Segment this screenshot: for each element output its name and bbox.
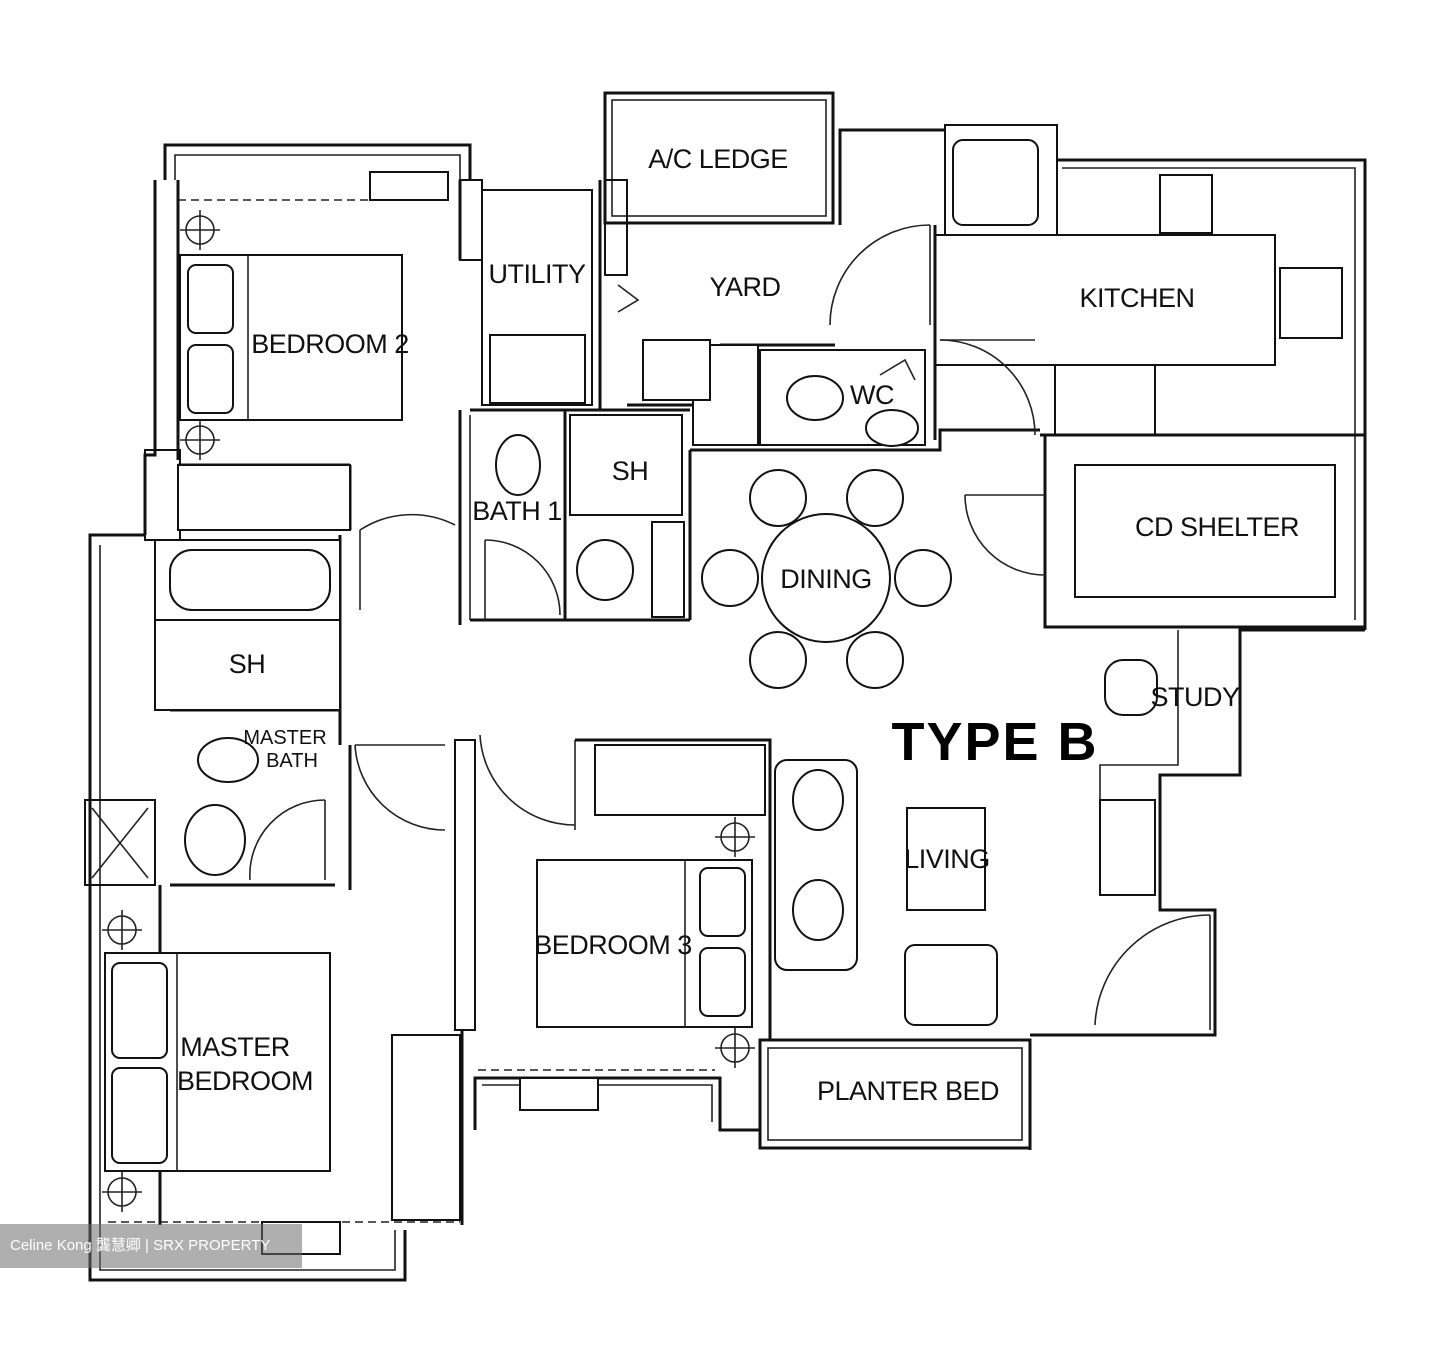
doors bbox=[249, 224, 1211, 1030]
label-master-bath-line1: MASTER bbox=[243, 727, 326, 749]
label-yard: YARD bbox=[709, 272, 780, 302]
label-bath-1: BATH 1 bbox=[472, 496, 562, 526]
label-wc: WC bbox=[850, 380, 894, 410]
watermark-banner: Celine Kong 龔慧卿 | SRX PROPERTY bbox=[0, 1224, 302, 1268]
label-master-bedroom-line1: MASTER bbox=[180, 1032, 290, 1062]
label-master-bedroom-line2: BEDROOM bbox=[177, 1066, 313, 1096]
plan-type-title: TYPE B bbox=[891, 712, 1098, 772]
label-master-bath-line2: BATH bbox=[266, 750, 318, 772]
label-utility: UTILITY bbox=[488, 259, 586, 289]
label-cd-shelter: CD SHELTER bbox=[1135, 512, 1299, 542]
label-living: LIVING bbox=[904, 844, 990, 874]
label-kitchen: KITCHEN bbox=[1079, 283, 1194, 313]
label-sh-master: SH bbox=[229, 649, 266, 679]
label-dining: DINING bbox=[780, 564, 872, 594]
label-ac-ledge: A/C LEDGE bbox=[648, 144, 788, 174]
label-study: STUDY bbox=[1150, 682, 1239, 712]
label-sh-bath1: SH bbox=[612, 456, 649, 486]
room-labels: A/C LEDGE UTILITY YARD KITCHEN BEDROOM 2… bbox=[177, 144, 1300, 1106]
fixtures bbox=[102, 139, 1343, 1255]
label-planter-bed: PLANTER BED bbox=[817, 1076, 999, 1106]
label-bedroom-3: BEDROOM 3 bbox=[534, 930, 692, 960]
label-bedroom-2: BEDROOM 2 bbox=[251, 329, 409, 359]
